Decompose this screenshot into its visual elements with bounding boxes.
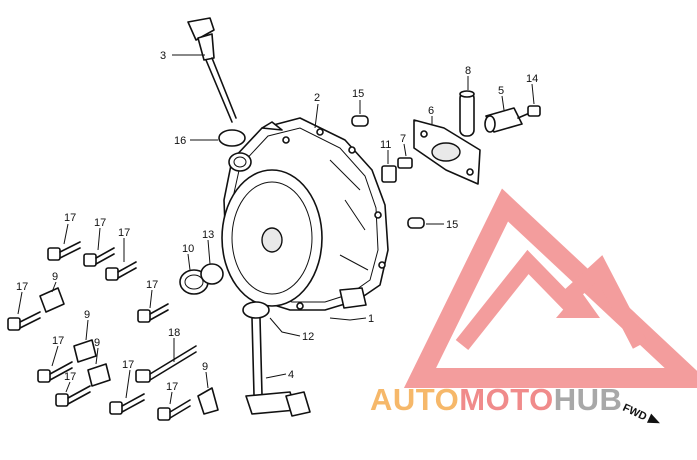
svg-text:AUTOMOTOHUB: AUTOMOTOHUB (370, 382, 622, 417)
clamp-9-d (197, 387, 219, 415)
dowel-pin-upper (351, 115, 369, 127)
watermark-logo (403, 188, 697, 388)
bolt-17-b (83, 247, 115, 267)
crankcase-cover (221, 117, 389, 311)
callout-10: 10 (182, 243, 194, 255)
callout-8: 8 (465, 65, 471, 77)
o-ring (218, 129, 246, 147)
callout-17-h: 17 (122, 359, 134, 371)
callout-13: 13 (202, 229, 214, 241)
callout-15-lower: 15 (446, 219, 458, 231)
callout-17-b: 17 (94, 217, 106, 229)
callout-17-i: 17 (166, 381, 178, 393)
watermark-hub: HUB (554, 382, 623, 417)
bolt-17-g (55, 385, 91, 407)
callout-7: 7 (400, 133, 406, 145)
callout-1: 1 (368, 313, 374, 325)
clamp-9-c (87, 363, 111, 387)
dowel-pin-lower (407, 217, 425, 229)
callout-16: 16 (174, 135, 186, 147)
callout-12: 12 (302, 331, 314, 343)
callout-17-d: 17 (16, 281, 28, 293)
callout-17-f: 17 (52, 335, 64, 347)
arrow-icon (646, 413, 660, 424)
joint-5 (484, 107, 523, 133)
callout-9-c: 9 (94, 337, 100, 349)
callout-18: 18 (168, 327, 180, 339)
plate-6 (413, 119, 481, 185)
bolt-17-c (105, 261, 137, 281)
bolt-17-d (7, 311, 41, 331)
callout-14: 14 (526, 73, 538, 85)
bolt-17-i (157, 399, 191, 421)
pipe-8 (459, 90, 475, 137)
bolt-17-a (47, 241, 81, 261)
callout-4: 4 (288, 369, 294, 381)
watermark-moto: MOTO (459, 382, 553, 417)
callout-9-b: 9 (84, 309, 90, 321)
callout-17-a: 17 (64, 212, 76, 224)
callout-5: 5 (498, 85, 504, 97)
bolt-17-e (137, 303, 169, 323)
callout-15-upper: 15 (352, 88, 364, 100)
bolt-17-f (37, 361, 73, 383)
callout-2: 2 (314, 92, 320, 104)
callout-9-a: 9 (52, 271, 58, 283)
callout-6: 6 (428, 105, 434, 117)
callout-17-g: 17 (64, 371, 76, 383)
nut-11 (381, 165, 397, 183)
clamp-9-b (73, 339, 97, 363)
callout-17-e: 17 (146, 279, 158, 291)
callout-17-c: 17 (118, 227, 130, 239)
bolt-14 (517, 105, 541, 119)
watermark-auto: AUTO (370, 382, 459, 417)
ring-13 (200, 263, 224, 285)
forward-label: FWD (621, 402, 649, 423)
stud-bolt-18 (135, 345, 197, 383)
callout-labels: 3 2 15 8 5 14 6 7 11 16 15 17 17 17 10 1… (16, 50, 538, 393)
watermark-wordmark: AUTOMOTOHUB (370, 382, 622, 417)
forward-arrow: FWD (621, 402, 660, 424)
leader-lines (17, 54, 535, 405)
bolt-17-h (109, 393, 145, 415)
callout-9-d: 9 (202, 361, 208, 373)
dipstick (187, 17, 237, 123)
callout-3: 3 (160, 50, 166, 62)
shaft-assembly-4 (242, 301, 311, 417)
callout-11: 11 (380, 139, 391, 151)
bolt-7 (397, 157, 413, 169)
